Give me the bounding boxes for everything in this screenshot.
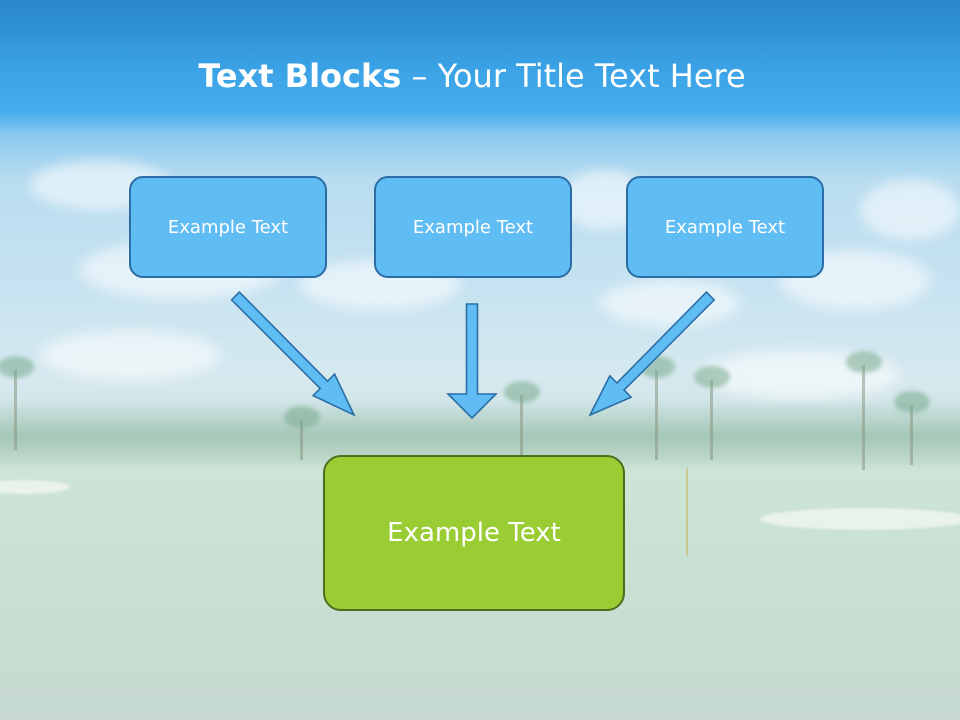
result-text-block[interactable]: Example Text — [323, 455, 625, 611]
text-block-1[interactable]: Example Text — [129, 176, 327, 278]
title-separator: – — [401, 57, 438, 95]
text-block-2[interactable]: Example Text — [374, 176, 572, 278]
title-bold: Text Blocks — [198, 57, 402, 95]
title-band — [0, 0, 960, 140]
background-bunker-left — [0, 480, 70, 494]
slide-title: Text Blocks – Your Title Text Here — [0, 54, 944, 98]
text-block-2-label: Example Text — [412, 216, 534, 238]
text-block-1-label: Example Text — [167, 216, 289, 238]
flagpole — [686, 468, 688, 556]
title-rest: Your Title Text Here — [437, 57, 746, 95]
text-block-3[interactable]: Example Text — [626, 176, 824, 278]
text-block-3-label: Example Text — [664, 216, 786, 238]
arrow-left — [230, 290, 356, 417]
result-text-block-label: Example Text — [387, 518, 561, 548]
background-bunker-right — [760, 508, 960, 530]
